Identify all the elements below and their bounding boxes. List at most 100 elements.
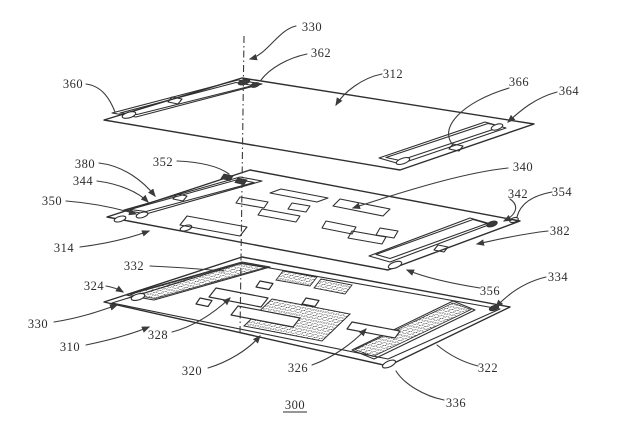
top-north-pad-b [250, 82, 260, 88]
middle-trace-bar-9 [375, 227, 399, 239]
leader-342 [502, 198, 517, 222]
middle-right-frame-outer [368, 217, 492, 263]
ref-label-312: 312 [383, 67, 403, 81]
bottom-trace-pad-3 [195, 297, 213, 308]
ref-label-326: 326 [288, 361, 308, 375]
middle-right-oval [387, 260, 403, 270]
bottom-upper-hatch-a [275, 270, 318, 287]
leader-314 [79, 230, 151, 248]
ref-label-352: 352 [153, 155, 173, 169]
middle-trace-bar-3 [257, 208, 301, 223]
ref-label-310: 310 [60, 340, 80, 354]
ref-label-324: 324 [84, 279, 105, 293]
center-axis-line [239, 35, 245, 335]
top-left-frame-notch [167, 96, 183, 105]
top-right-oval-b [490, 123, 504, 131]
top-layer [103, 77, 535, 171]
leader-356 [405, 269, 481, 289]
figure-number-label: 300 [285, 398, 305, 412]
ref-label-342: 342 [508, 187, 528, 201]
bottom-layer [103, 256, 511, 369]
ref-label-332: 332 [124, 259, 144, 273]
leader-340 [351, 167, 509, 209]
leader-330-bottom [53, 304, 119, 323]
middle-left-frame-outer [123, 176, 263, 215]
middle-trace-bar-4 [287, 202, 311, 213]
middle-left-oval-b [135, 211, 149, 219]
bottom-trace-pad-1 [255, 280, 274, 291]
ref-label-322: 322 [478, 361, 498, 375]
leader-382 [475, 230, 549, 246]
middle-north-pad-b [234, 177, 248, 185]
bottom-trace-bar-2 [230, 305, 301, 328]
ref-label-356: 356 [480, 284, 500, 298]
leader-352 [176, 160, 230, 175]
leader-380 [98, 162, 156, 197]
middle-layer-outline [106, 169, 521, 271]
middle-trace-bar-2 [235, 196, 269, 209]
ref-label-334: 334 [548, 270, 569, 284]
middle-trace-bar-1 [269, 188, 329, 203]
ref-label-354: 354 [552, 185, 573, 199]
leader-310 [85, 326, 151, 346]
ref-label-382: 382 [550, 224, 570, 238]
top-right-frame-inner [385, 122, 503, 162]
ref-label-314: 314 [54, 241, 75, 255]
bottom-upper-hatch-b [313, 278, 353, 295]
leader-lines [53, 25, 558, 401]
middle-trace-bar-8 [347, 230, 387, 245]
leader-360 [85, 83, 116, 113]
middle-north-pad-a [220, 173, 234, 181]
top-right-frame-outer [378, 121, 507, 165]
bottom-left-pad-hatch [129, 263, 266, 299]
middle-left-oval-a [113, 215, 127, 223]
leader-354 [516, 191, 553, 218]
leader-324 [105, 285, 125, 293]
reference-numerals: 330 362 360 312 366 364 380 352 344 350 … [28, 20, 579, 413]
ref-label-350: 350 [42, 194, 62, 208]
leader-350 [65, 200, 138, 216]
leader-362 [260, 53, 308, 81]
top-right-oval-a [395, 156, 411, 166]
ref-label-360: 360 [63, 77, 83, 91]
middle-right-frame-notch [433, 244, 449, 253]
top-right-frame-notch [448, 143, 464, 152]
leader-332 [149, 265, 225, 272]
leader-322 [436, 344, 479, 367]
ref-label-328: 328 [148, 328, 168, 342]
ref-label-380: 380 [75, 157, 95, 171]
bottom-right-pad-border [351, 300, 476, 360]
top-left-oval [121, 111, 137, 119]
bottom-trace-bar-1 [208, 287, 269, 308]
ref-label-330-axis: 330 [302, 20, 322, 34]
leader-320 [207, 335, 261, 369]
ref-label-366: 366 [509, 75, 529, 89]
bottom-left-pad-oval [130, 292, 146, 302]
middle-left-frame-inner [129, 178, 255, 213]
leader-366 [448, 87, 510, 146]
leader-344 [96, 180, 149, 203]
ref-label-362: 362 [311, 46, 331, 60]
ref-label-344: 344 [73, 174, 94, 188]
leader-328 [171, 297, 231, 333]
middle-right-frame-inner [375, 218, 488, 260]
middle-trace-bar-6 [332, 198, 391, 217]
bottom-right-pad-hatch [353, 302, 473, 357]
top-layer-outline [103, 77, 535, 171]
bottom-right-pad-oval [381, 359, 397, 369]
leader-364 [507, 91, 558, 123]
middle-layer [106, 169, 521, 271]
bottom-trace-bar-3 [346, 321, 401, 339]
leader-336 [395, 370, 445, 401]
ref-label-330-bottom: 330 [28, 317, 48, 331]
middle-left-frame-notch [172, 193, 188, 202]
middle-trace-bar-7 [321, 220, 357, 235]
leader-334 [495, 276, 547, 308]
leader-330-axis [248, 25, 297, 61]
ref-label-320: 320 [182, 364, 202, 378]
bottom-left-pad-border [125, 261, 271, 301]
middle-right-dark-pad [486, 220, 498, 228]
ref-label-336: 336 [446, 396, 466, 410]
